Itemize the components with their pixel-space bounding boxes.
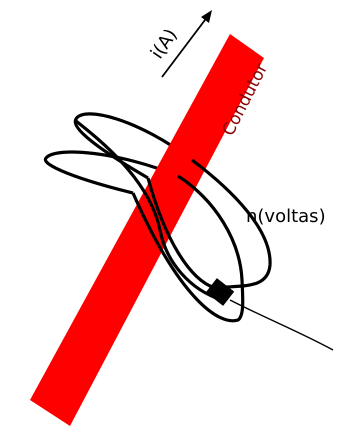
current-arrow-head bbox=[201, 10, 212, 23]
coil-front bbox=[75, 119, 272, 323]
coil-loop-lower-front bbox=[131, 174, 245, 323]
lead-wire bbox=[229, 299, 334, 351]
coil-loop-upper-back bbox=[73, 112, 193, 180]
coil-loop-upper-front bbox=[146, 158, 272, 290]
turns-label: n(voltas) bbox=[246, 206, 326, 227]
conductor-bar bbox=[30, 34, 264, 426]
current-arrow-shaft bbox=[161, 15, 209, 78]
current-arrow bbox=[161, 10, 212, 78]
coil-loop-lower-back bbox=[43, 150, 179, 195]
coil-back bbox=[43, 112, 193, 195]
coil-connector-box bbox=[205, 278, 235, 306]
coil-inner-strand bbox=[75, 119, 223, 302]
